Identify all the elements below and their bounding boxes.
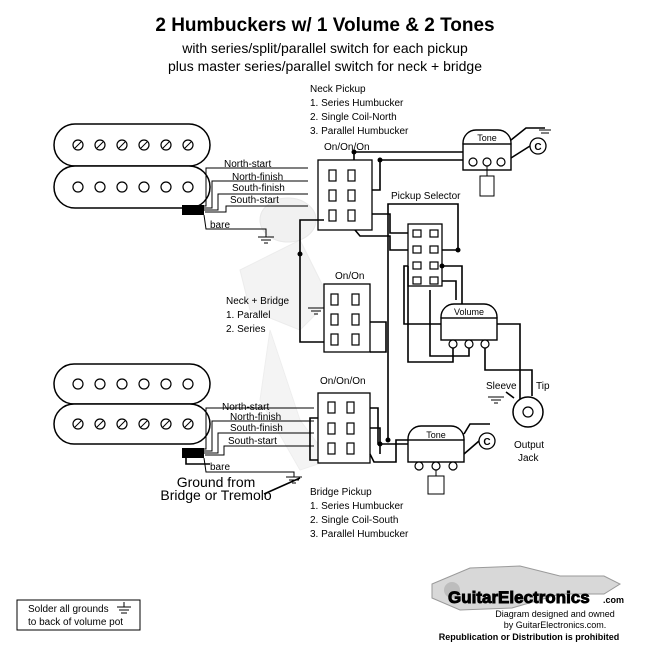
bridge-pickup-heading: Bridge Pickup: [310, 487, 372, 498]
volume-label: Volume: [454, 307, 484, 317]
neck-option-1: 1. Series Humbucker: [310, 98, 404, 109]
bridge-option-3: 3. Parallel Humbucker: [310, 529, 409, 540]
bridge-wire-south-start: South-start: [228, 436, 277, 447]
copyright-notice: Republication or Distribution is prohibi…: [439, 632, 620, 642]
bridge-option-1: 1. Series Humbucker: [310, 501, 404, 512]
neck-ground-symbol: [258, 236, 274, 244]
brand-suffix: .com: [603, 595, 624, 605]
neck-wire-south-finish: South-finish: [232, 183, 285, 194]
tone-bottom-label: Tone: [426, 430, 446, 440]
neck-option-3: 3. Parallel Humbucker: [310, 126, 409, 137]
diagram-title: 2 Humbuckers w/ 1 Volume & 2 Tones: [155, 15, 494, 36]
bridge-option-2: 2. Single Coil-South: [310, 515, 398, 526]
jack-output-label: Output: [514, 440, 544, 451]
neck-wire-north-start: North-start: [224, 159, 271, 170]
volume-pot: Volume: [440, 303, 521, 402]
bridge-wire-north-start: North-start: [222, 402, 269, 413]
neck-series-split-parallel-switch: [317, 159, 373, 231]
neck-bridge-option-2: 2. Series: [226, 324, 265, 335]
solder-grounds-note: Solder all grounds to back of volume pot: [16, 599, 141, 631]
neck-pickup-heading: Neck Pickup: [310, 84, 366, 95]
diagram-subtitle-2: plus master series/parallel switch for n…: [168, 58, 482, 74]
output-jack: [505, 391, 544, 428]
credit-line-2: by GuitarElectronics.com.: [504, 620, 607, 630]
bridge-switch-label: On/On/On: [320, 376, 366, 387]
brand-logo: GuitarElectronics .com: [431, 565, 624, 611]
tone-bottom-capacitor: C: [463, 423, 496, 455]
jack-ground-symbol: [488, 396, 504, 404]
neck-bridge-switch-label: On/On: [335, 271, 364, 282]
tone-top-capacitor: C: [510, 127, 551, 159]
bridge-humbucker: [53, 363, 211, 458]
tone-top-cap-label: C: [534, 142, 541, 153]
interconnect-wiring: [299, 151, 533, 463]
ground-note-line-2: Bridge or Tremolo: [160, 487, 271, 503]
tone-pot-top: Tone: [462, 129, 512, 197]
tone-pot-bottom: Tone: [407, 425, 465, 495]
neck-screw-poles: [72, 139, 194, 151]
neck-switch-label: On/On/On: [324, 142, 370, 153]
neck-bridge-option-1: 1. Parallel: [226, 310, 270, 321]
solder-note-line-2: to back of volume pot: [28, 617, 123, 628]
jack-tip-label: Tip: [536, 381, 550, 392]
bridge-wire-north-finish: North-finish: [230, 412, 281, 423]
neck-pickup-wires: [196, 167, 308, 237]
bridge-ground-wire: [263, 477, 301, 495]
neck-wire-bare: bare: [210, 220, 230, 231]
pickup-selector-label: Pickup Selector: [391, 191, 461, 202]
bridge-screw-poles: [72, 418, 194, 430]
bridge-pickup-wires: [185, 407, 314, 477]
neck-bridge-heading: Neck + Bridge: [226, 296, 290, 307]
watermark-graphic: [239, 197, 331, 471]
bridge-wire-bare: bare: [210, 462, 230, 473]
solder-points: [297, 149, 461, 447]
bridge-series-split-parallel-switch: [317, 392, 371, 464]
solder-note-line-1: Solder all grounds: [28, 604, 109, 615]
bridge-wire-south-finish: South-finish: [230, 423, 283, 434]
neck-wire-south-start: South-start: [230, 195, 279, 206]
switch-ground-symbols: [299, 254, 324, 315]
diagram-subtitle-1: with series/split/parallel switch for ea…: [181, 40, 468, 56]
neck-wire-north-finish: North-finish: [232, 172, 283, 183]
neck-slug-poles: [72, 181, 194, 193]
jack-jack-label: Jack: [518, 453, 540, 464]
pickup-selector-switch: [407, 223, 443, 287]
tone-bottom-cap-label: C: [483, 437, 490, 448]
neck-humbucker: [53, 123, 211, 215]
jack-sleeve-label: Sleeve: [486, 381, 517, 392]
solder-note-ground-icon: [117, 602, 131, 614]
credit-line-1: Diagram designed and owned: [495, 609, 615, 619]
ground-note-line-1: Ground from: [177, 474, 256, 490]
tone-top-label: Tone: [477, 133, 497, 143]
brand-wordmark: GuitarElectronics: [448, 588, 590, 607]
neck-bridge-series-parallel-switch: [323, 283, 371, 353]
bridge-slug-poles: [72, 378, 194, 390]
neck-option-2: 2. Single Coil-North: [310, 112, 397, 123]
